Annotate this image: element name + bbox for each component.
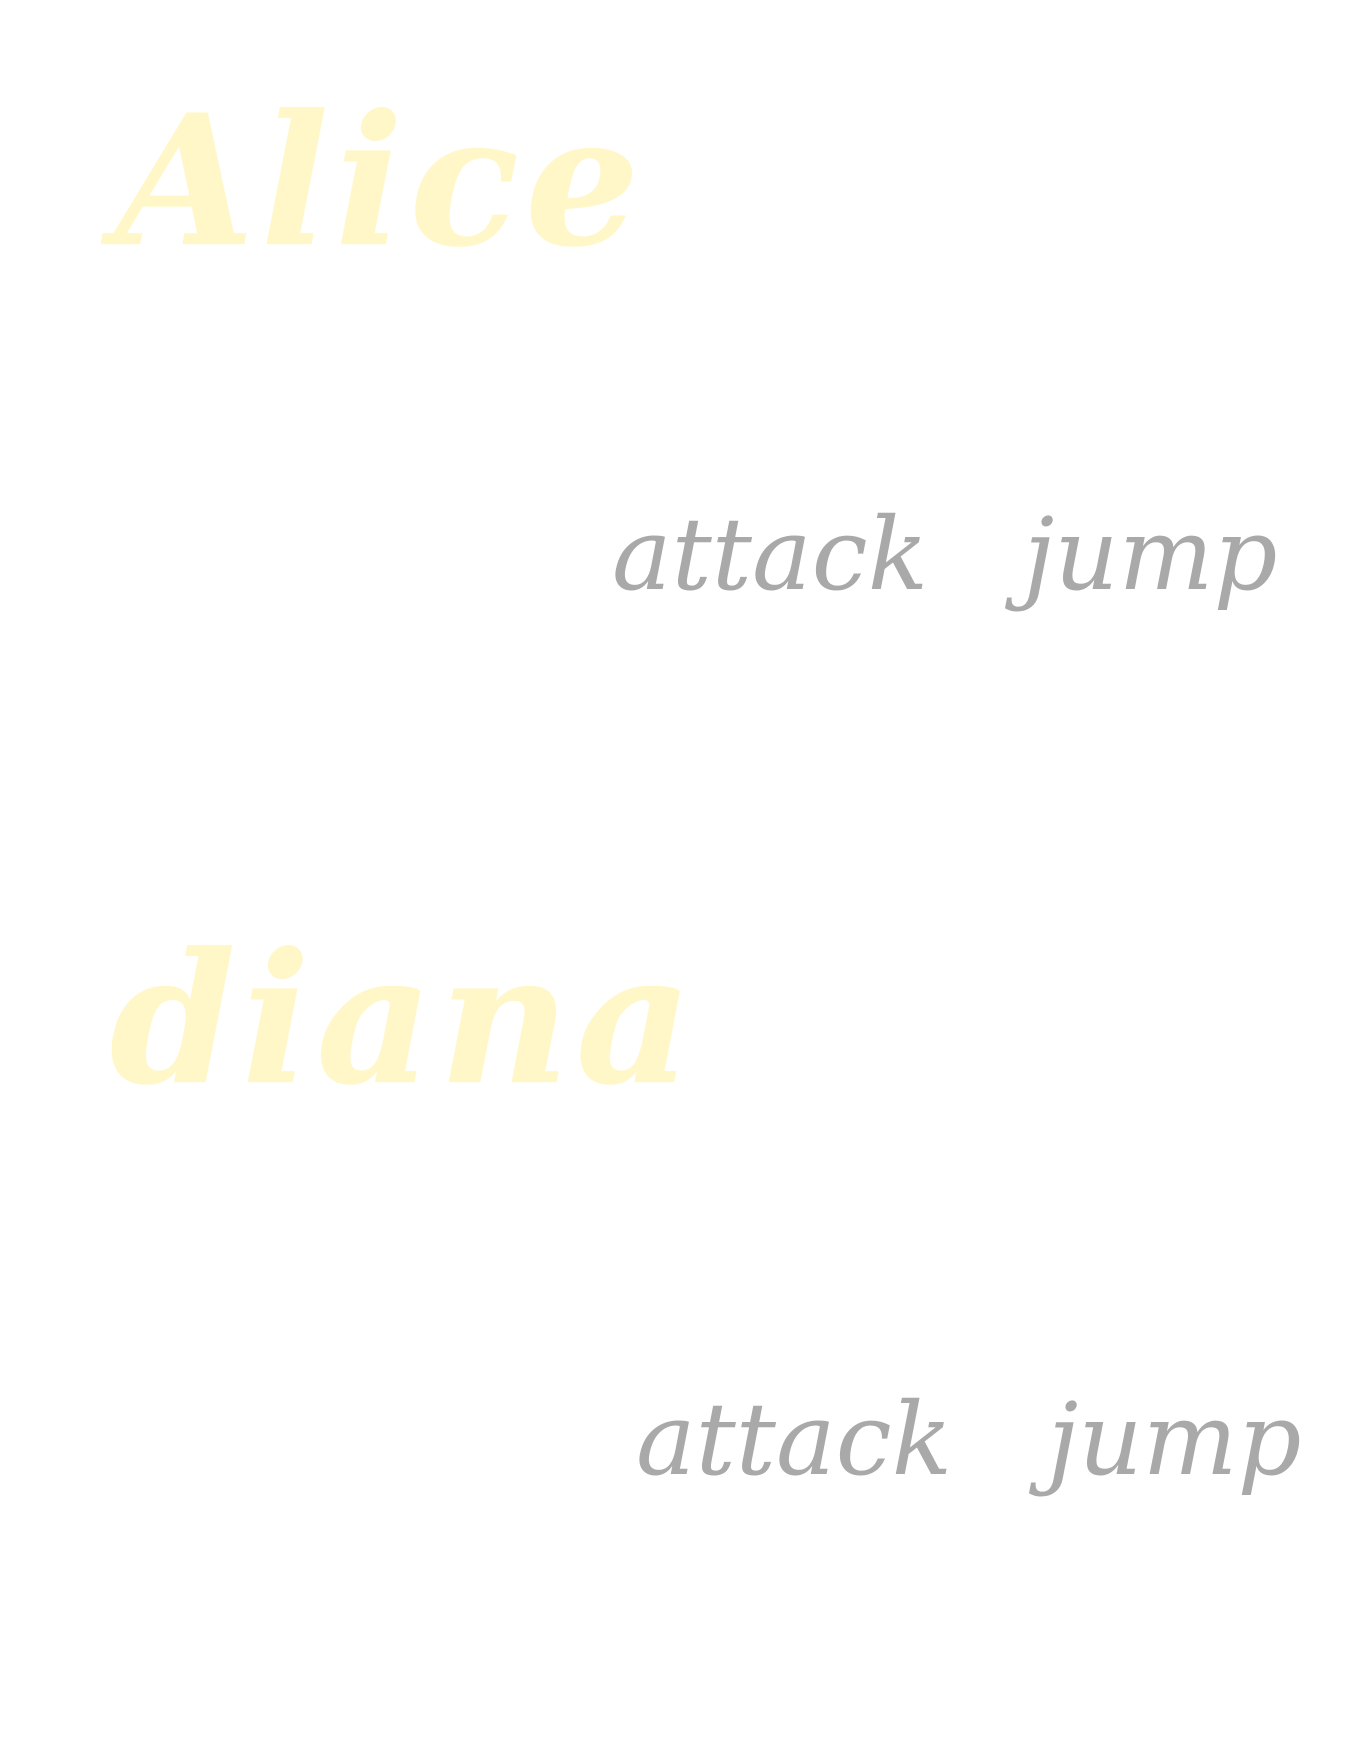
attack-button[interactable]: attack: [612, 496, 929, 613]
jump-button[interactable]: jump: [1047, 1381, 1302, 1498]
action-menu-diana: attack jump: [636, 1390, 1301, 1490]
player-name-alice: Alice: [115, 76, 646, 287]
player-name-diana: diana: [110, 914, 699, 1125]
attack-button[interactable]: attack: [636, 1381, 953, 1498]
jump-button[interactable]: jump: [1023, 496, 1278, 613]
action-menu-alice: attack jump: [612, 505, 1277, 605]
